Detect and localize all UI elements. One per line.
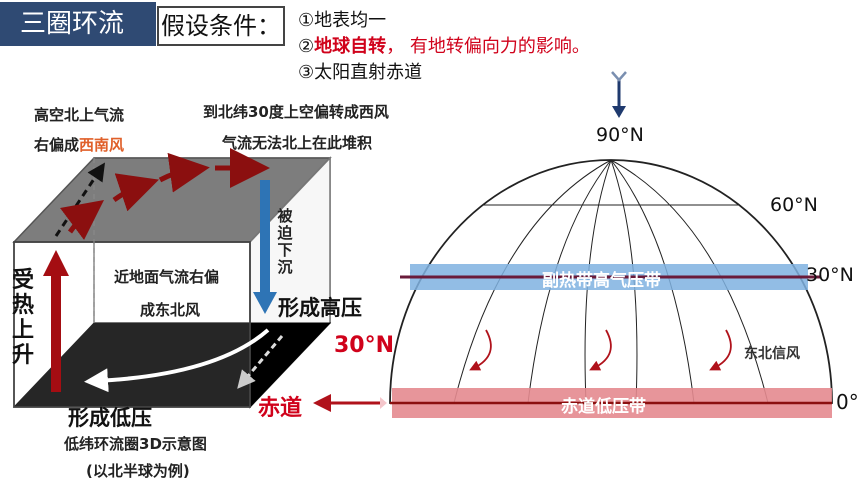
deflection-label-2: 气流无法北上在此堆积 xyxy=(222,134,373,152)
meridian xyxy=(453,159,612,404)
rising-arrow-head xyxy=(43,250,69,276)
condition-1: ①地表均一 xyxy=(298,10,387,31)
equatorial-low-label: 赤道低压带 xyxy=(561,397,646,417)
lat-60-label: 60°N xyxy=(770,194,818,216)
slide-title: 三圈环流 xyxy=(0,2,144,46)
upper-air-label-2: 右偏成西南风 xyxy=(34,136,125,154)
trade-wind-arrow-1 xyxy=(469,329,492,371)
southwest-wind-label: 西南风 xyxy=(79,136,125,154)
sw-arrow-3 xyxy=(158,152,210,193)
condition-2: ②地球自转， 有地转偏向力的影响。 xyxy=(298,36,590,57)
lat-30-globe-label: 30°N xyxy=(806,264,854,286)
high-pressure-label: 形成高压 xyxy=(278,296,362,320)
trade-wind-arrow-2 xyxy=(589,329,612,371)
pole-label: 90°N xyxy=(596,124,644,146)
equator-label: 赤道 xyxy=(258,396,303,421)
rising-label: 受热上升 xyxy=(11,268,34,368)
condition-3: ③太阳直射赤道 xyxy=(298,62,423,83)
northeast-wind-dashed-arrow xyxy=(237,335,284,389)
surface-return-arrow xyxy=(84,328,270,393)
sinking-label: 被迫下沉 xyxy=(277,207,293,276)
lat-30-label: 30°N xyxy=(334,333,395,358)
sw-arrow-1 xyxy=(59,199,104,241)
sw-arrow-2 xyxy=(112,173,159,212)
meridian xyxy=(610,159,695,404)
sinking-arrow-head xyxy=(253,292,277,314)
deflection-label-1: 到北纬30度上空偏转成西风 xyxy=(203,103,389,121)
rising-arrow xyxy=(51,272,61,392)
trade-wind-label: 东北信风 xyxy=(744,346,800,362)
equator-flow-tail xyxy=(380,397,387,409)
sinking-arrow xyxy=(260,180,270,295)
lat-0-label: 0° xyxy=(836,390,859,414)
surface-wind-label-2: 成东北风 xyxy=(140,301,201,319)
meridian xyxy=(610,159,769,404)
southwest-wind-arrows xyxy=(59,148,270,241)
low-pressure-label: 形成低压 xyxy=(68,406,152,430)
diagram-caption-note: (以北半球为例) xyxy=(86,462,190,480)
earth-rotation-highlight: 地球自转 xyxy=(314,36,387,57)
upper-air-label-1: 高空北上气流 xyxy=(34,106,125,124)
sun-ray-arrow-head xyxy=(612,106,626,118)
surface-wind-label-1: 近地面气流右偏 xyxy=(114,268,220,286)
assumption-label: 假设条件： xyxy=(157,6,285,46)
trade-wind-arrow-3 xyxy=(709,329,732,371)
subtropical-high-label: 副热带高气压带 xyxy=(542,271,661,291)
meridian xyxy=(527,159,612,404)
diagram-caption: 低纬环流圈3D示意图 xyxy=(64,435,207,453)
sun-ray-tail xyxy=(611,71,627,82)
title-tab-decoration xyxy=(144,2,156,46)
